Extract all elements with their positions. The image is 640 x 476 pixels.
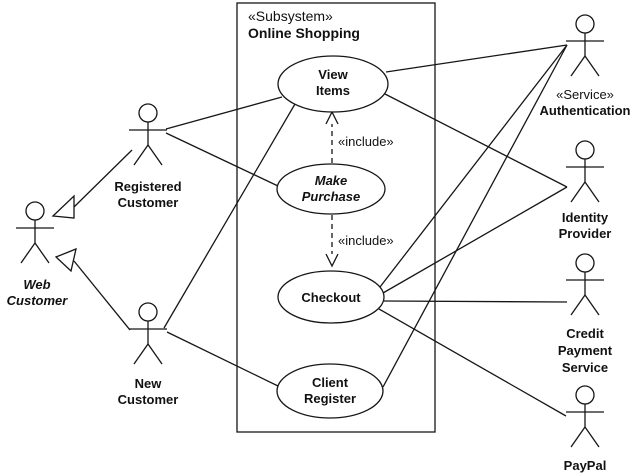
usecase-label: Checkout: [301, 290, 361, 305]
associations: [163, 44, 568, 417]
actor-figure-icon: [565, 385, 605, 448]
generalization-registered-customer-web-customer: [51, 149, 133, 219]
usecase-label-line2: Purchase: [302, 189, 361, 204]
actor-paypal: PayPal: [564, 385, 607, 473]
actor-stereotype: «Service»: [556, 87, 614, 102]
actor-registered-customer: Registered Customer: [114, 103, 182, 210]
actor-figure-icon: [15, 201, 55, 264]
actor-figure-icon: [565, 253, 605, 316]
usecase-label-line2: Items: [316, 83, 350, 98]
usecase-checkout: Checkout: [277, 270, 385, 324]
actor-label: PayPal: [564, 458, 607, 473]
usecase-label-line1: Make: [315, 173, 348, 188]
assoc-checkout-identity-provider: [382, 186, 568, 294]
subsystem-name: Online Shopping: [248, 25, 360, 41]
include-label: «include»: [338, 233, 394, 248]
assoc-new-customer-client-register: [166, 331, 279, 387]
generalization-triangle-icon: [51, 194, 75, 219]
include-make-purchase-checkout: «include»: [325, 215, 394, 268]
actor-authentication: «Service» Authentication: [540, 14, 631, 118]
generalization-triangle-icon: [54, 247, 77, 273]
assoc-registered-customer-view-items: [165, 96, 283, 130]
actor-label-line2: Customer: [7, 293, 69, 308]
assoc-view-items-authentication: [385, 44, 568, 73]
usecase-label-line1: Client: [312, 375, 349, 390]
assoc-checkout-credit-payment-service: [383, 300, 568, 303]
usecase-ellipse: [277, 55, 389, 113]
actor-figure-icon: [565, 140, 605, 203]
actor-label-line2: Customer: [118, 195, 179, 210]
generalization-new-customer-web-customer: [54, 247, 131, 331]
subsystem-stereotype: «Subsystem»: [248, 8, 333, 24]
actor-new-customer: New Customer: [118, 302, 179, 407]
usecase-view-items: View Items: [277, 55, 389, 113]
assoc-registered-customer-make-purchase: [165, 132, 279, 187]
actor-identity-provider: Identity Provider: [559, 140, 612, 241]
usecase-ellipse: [276, 363, 384, 419]
usecase-label-line2: Register: [304, 391, 356, 406]
actor-figure-icon: [128, 302, 168, 365]
actor-label-line1: Web: [23, 277, 50, 292]
assoc-client-register-authentication: [382, 44, 568, 388]
actor-label-line1: Registered: [114, 179, 181, 194]
usecase-ellipse: [277, 270, 385, 324]
actor-web-customer: Web Customer: [7, 201, 69, 308]
usecase-client-register: Client Register: [276, 363, 384, 419]
actor-figure-icon: [128, 103, 168, 166]
assoc-view-items-identity-provider: [384, 93, 568, 188]
assoc-checkout-authentication: [379, 44, 568, 288]
actor-label-line1: Identity: [562, 210, 609, 225]
actor-label-line1: New: [135, 376, 163, 391]
actor-label-line3: Service: [562, 360, 608, 375]
actor-credit-payment-service: Credit Payment Service: [558, 253, 613, 375]
generalization-line: [73, 260, 131, 331]
generalization-line: [73, 149, 133, 208]
include-arrowhead-icon: [325, 253, 339, 268]
usecase-ellipse: [276, 163, 386, 215]
actor-label-line1: Credit: [566, 326, 604, 341]
actor-label: Authentication: [540, 103, 631, 118]
actor-label-line2: Customer: [118, 392, 179, 407]
usecase-make-purchase: Make Purchase: [276, 163, 386, 215]
actor-label-line2: Provider: [559, 226, 612, 241]
usecase-label-line1: View: [318, 67, 348, 82]
actor-figure-icon: [565, 14, 605, 77]
actor-label-line2: Payment: [558, 343, 613, 358]
assoc-new-customer-view-items: [163, 103, 296, 329]
include-label: «include»: [338, 134, 394, 149]
assoc-checkout-paypal: [378, 308, 567, 417]
